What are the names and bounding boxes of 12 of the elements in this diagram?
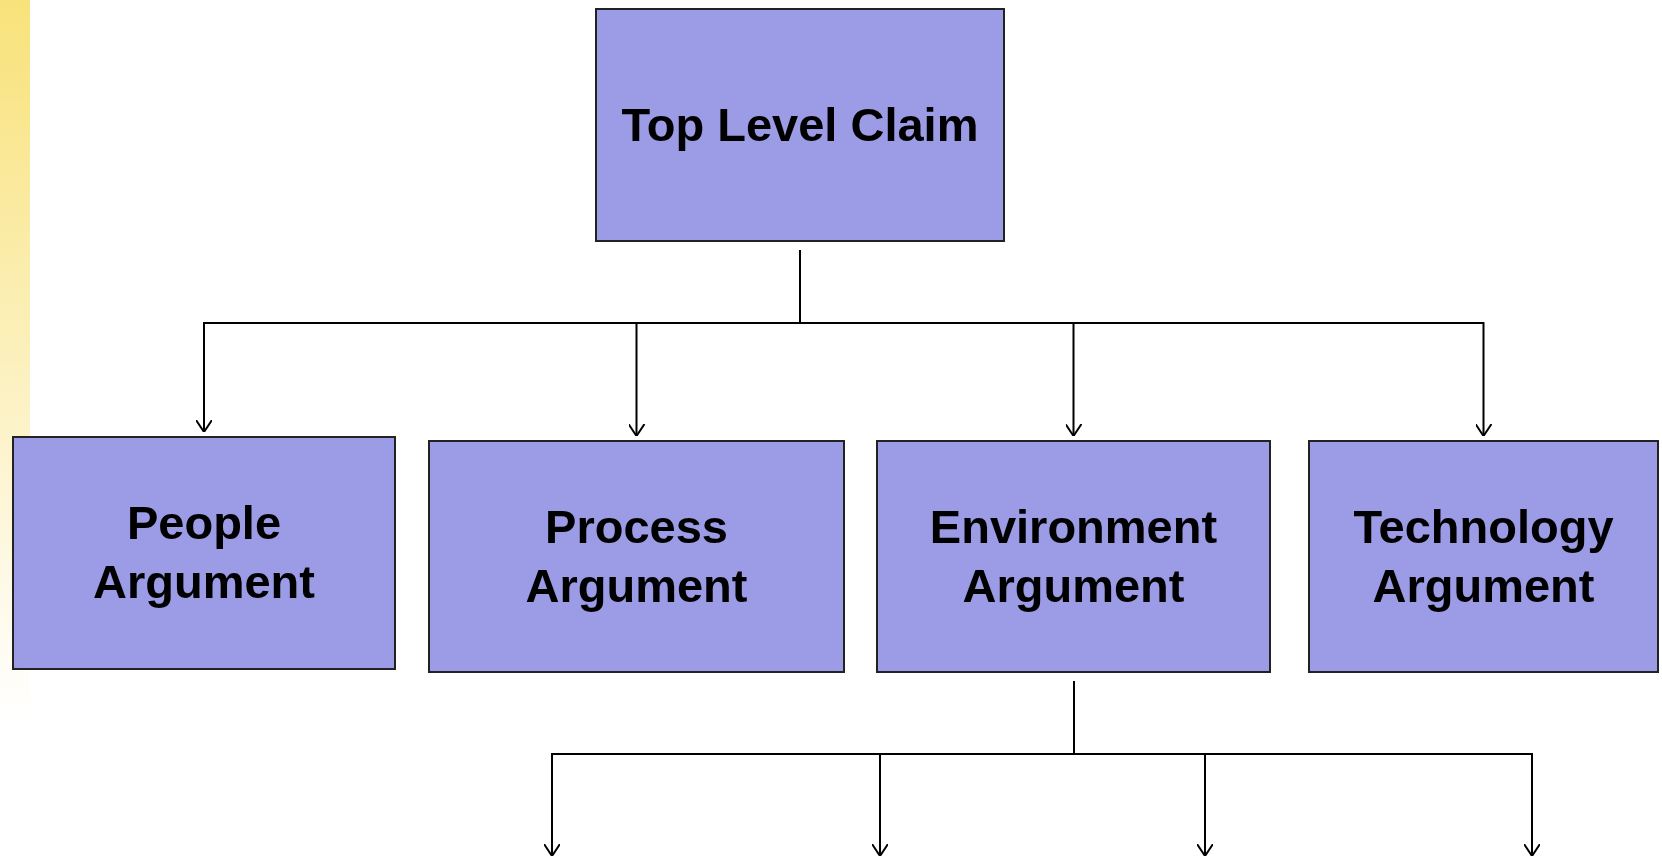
claim-box <box>876 440 1271 673</box>
claim-text: People Argument <box>92 495 316 610</box>
claim-text: Top Level Claim <box>621 96 979 153</box>
claim-text: Process Argument <box>524 498 749 614</box>
arrow <box>1073 680 1541 857</box>
claim-box <box>595 8 1005 242</box>
claim-box <box>428 440 845 673</box>
claim-box <box>12 436 396 670</box>
claim-text: Technology Argument <box>1352 498 1615 614</box>
arrow <box>799 249 1493 437</box>
claim-text: Environment Argument <box>928 498 1219 614</box>
claim-box <box>1308 440 1659 673</box>
